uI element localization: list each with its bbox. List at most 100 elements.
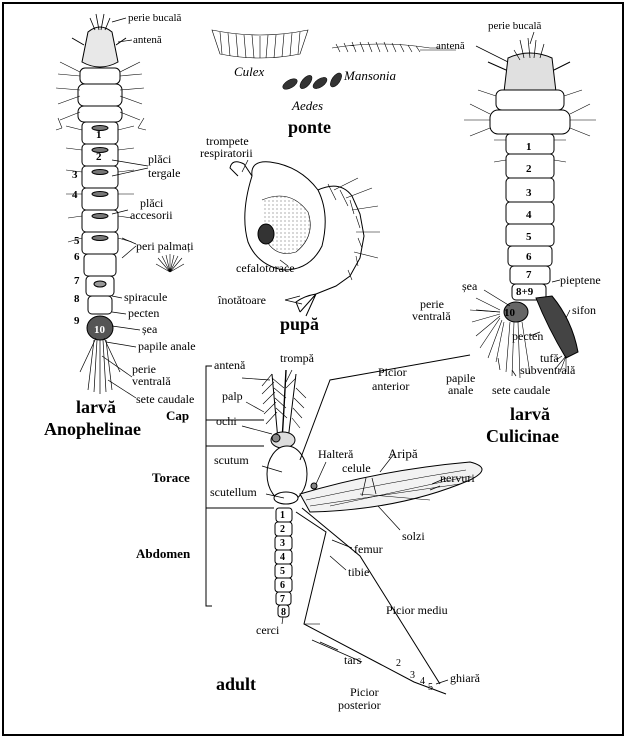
- label-papile-anale-right-2: anale: [448, 383, 473, 397]
- label-spiracule: spiracule: [124, 290, 167, 304]
- label-picior-anterior-2: anterior: [372, 379, 409, 393]
- label-scutellum: scutellum: [210, 485, 257, 499]
- anopheles-leader-lines: [101, 17, 149, 399]
- label-region-abdomen: Abdomen: [136, 546, 191, 561]
- label-perie-ventrala-left-1: perie: [132, 362, 156, 376]
- label-celule: celule: [342, 461, 371, 475]
- label-inotatoare: înotătoare: [217, 293, 266, 307]
- label-nervuri: nervuri: [440, 471, 475, 485]
- label-pieptene: pieptene: [560, 273, 601, 287]
- title-pupa: pupă: [280, 314, 319, 334]
- segment-number: 1: [280, 510, 285, 521]
- palmate-hair-drawing: [155, 254, 185, 273]
- pupa-drawing: [229, 161, 380, 317]
- label-ochi: ochi: [216, 414, 237, 428]
- adult-region-brackets: [205, 365, 274, 607]
- label-antena-left: antenă: [133, 34, 162, 46]
- segment-number: 2: [280, 524, 285, 535]
- title-larva-anophelinae-2: Anophelinae: [44, 419, 141, 439]
- segment-number: 8: [74, 293, 80, 305]
- segment-number: 5: [74, 235, 80, 247]
- label-perie-ventrala-left-2: ventrală: [132, 374, 171, 388]
- label-scutum: scutum: [214, 453, 249, 467]
- label-placi-accesorii-1: plăci: [140, 196, 164, 210]
- segment-number: 5: [280, 566, 285, 577]
- adult-leader-lines: [241, 369, 449, 685]
- tarsal-number: 2: [396, 658, 401, 669]
- anopheles-larva-body: [71, 13, 127, 394]
- label-aedes: Aedes: [291, 98, 323, 113]
- label-antena-adult: antenă: [214, 358, 246, 372]
- culex-leader-lines: [475, 31, 571, 377]
- segment-number: 10: [504, 307, 516, 319]
- label-tufa-2: subventrală: [520, 363, 576, 377]
- title-larva-anophelinae-1: larvă: [76, 397, 116, 417]
- label-ghiara: ghiară: [450, 671, 481, 685]
- label-picior-posterior-2: posterior: [338, 698, 381, 712]
- tarsal-number: 3: [410, 670, 415, 681]
- label-solzi: solzi: [402, 529, 425, 543]
- label-tufa-1: tufă: [540, 351, 559, 365]
- segment-number: 4: [526, 209, 532, 221]
- anopheles-larva-hairs: [55, 61, 147, 243]
- label-cefalotorace: cefalotorace: [236, 261, 295, 275]
- label-aripa: Aripă: [388, 446, 418, 461]
- title-ponte: ponte: [288, 117, 331, 137]
- segment-number: 6: [74, 251, 80, 263]
- segment-number: 4: [280, 552, 285, 563]
- label-pecten-left: pecten: [128, 306, 159, 320]
- label-placi-accesorii-2: accesorii: [130, 208, 173, 222]
- label-picior-mediu: Picior mediu: [386, 603, 448, 617]
- label-sea-left: șea: [142, 322, 158, 336]
- label-tars: tars: [344, 653, 362, 667]
- label-perie-ventrala-right-1: perie: [420, 297, 444, 311]
- segment-number: 7: [74, 275, 80, 287]
- segment-number: 3: [526, 187, 532, 199]
- label-culex: Culex: [234, 64, 265, 79]
- pupa-leader-lines: [241, 159, 303, 305]
- label-papile-anale-left: papile anale: [138, 339, 196, 353]
- segment-number: 2: [96, 151, 102, 163]
- segment-number: 8: [281, 607, 286, 618]
- culex-larva-body: [487, 37, 579, 359]
- label-trompete-1: trompete: [206, 134, 249, 148]
- segment-number: 1: [526, 141, 532, 153]
- label-sifon: sifon: [572, 303, 596, 317]
- segment-number: 7: [280, 594, 285, 605]
- culex-larva-hairs: [464, 89, 596, 379]
- segment-number: 7: [526, 269, 532, 281]
- label-picior-anterior-1: Picior: [378, 365, 407, 379]
- segment-number: 1: [96, 129, 102, 141]
- label-region-cap: Cap: [166, 408, 189, 423]
- label-perie-bucala-right: perie bucală: [488, 20, 542, 32]
- segment-number: 3: [280, 538, 285, 549]
- segment-number: 6: [280, 580, 285, 591]
- segment-number: 10: [94, 324, 106, 336]
- label-placi-tergale-1: plăci: [148, 152, 172, 166]
- segment-number: 6: [526, 251, 532, 263]
- segment-number: 3: [72, 169, 78, 181]
- label-femur: femur: [354, 542, 383, 556]
- label-trompa: trompă: [280, 351, 315, 365]
- label-sea-right: șea: [462, 279, 478, 293]
- tarsal-number: 5: [428, 682, 433, 693]
- label-region-torace: Torace: [152, 470, 190, 485]
- label-perie-ventrala-right-2: ventrală: [412, 309, 451, 323]
- label-mansonia: Mansonia: [343, 68, 397, 83]
- segment-number: 2: [526, 163, 532, 175]
- segment-number: 4: [72, 189, 78, 201]
- segment-number: 8+9: [516, 286, 534, 298]
- mansonia-egg-cluster: [331, 41, 456, 53]
- label-antena-right: antenă: [436, 40, 465, 52]
- aedes-eggs: [282, 72, 342, 90]
- title-larva-culicinae-2: Culicinae: [486, 426, 559, 446]
- segment-number: 9: [74, 315, 80, 327]
- label-palp: palp: [222, 389, 243, 403]
- label-perie-bucala-left: perie bucală: [128, 12, 182, 24]
- label-trompete-2: respiratorii: [200, 146, 253, 160]
- label-cerci: cerci: [256, 623, 280, 637]
- title-adult: adult: [216, 674, 256, 694]
